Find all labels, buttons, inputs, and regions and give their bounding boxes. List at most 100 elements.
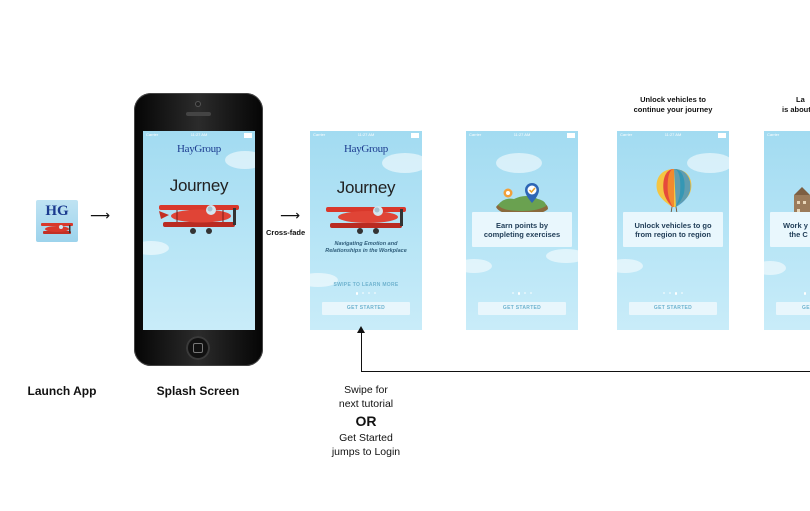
flow-line-vertical xyxy=(361,329,362,372)
brand-logo: HayGroup xyxy=(176,143,222,155)
page-dots xyxy=(466,292,578,296)
cloud-shape xyxy=(496,153,542,173)
arrow-icon: ⟶ xyxy=(90,207,111,223)
hot-air-balloon-icon xyxy=(656,169,692,218)
caption-line: the C xyxy=(789,229,808,239)
cloud-shape xyxy=(466,259,492,273)
page-dot xyxy=(511,292,514,294)
tutorial-3-header: Unlock vehicles to continue your journey xyxy=(617,95,729,115)
phone-camera xyxy=(195,101,201,107)
flow-note-or: OR xyxy=(355,413,377,429)
biplane-illustration xyxy=(326,206,406,234)
page-dot-active xyxy=(355,292,359,295)
page-dot xyxy=(362,292,365,294)
cloud-shape xyxy=(310,273,338,287)
crossfade-label: Cross-fade xyxy=(266,228,306,237)
header-line: Unlock vehicles to xyxy=(640,95,706,104)
header-line: La xyxy=(796,95,805,104)
status-carrier: Carrier xyxy=(469,132,482,137)
cloud-shape xyxy=(143,241,169,255)
flow-note-line: next tutorial xyxy=(338,398,394,410)
status-bar: Carrier 11:27 AM xyxy=(620,132,726,138)
tutorial-screen-1: Carrier 11:27 AM HayGroup Journey Naviga… xyxy=(310,131,422,330)
airplane-icon xyxy=(41,223,73,234)
caption-line: Unlock vehicles to go xyxy=(634,220,712,230)
status-time: 11:27 AM xyxy=(357,132,375,137)
battery-icon xyxy=(244,133,252,138)
launch-app-label: Launch App xyxy=(27,384,97,398)
get-started-button[interactable]: GET STARTED xyxy=(629,302,717,315)
page-dot xyxy=(681,292,684,294)
header-line: continue your journey xyxy=(633,105,713,114)
cloud-shape xyxy=(382,153,422,173)
page-dot xyxy=(524,292,527,294)
tutorial-4-header: La is about xyxy=(772,95,810,115)
status-bar: Carrier 11:27 AM xyxy=(313,132,419,138)
cloud-shape xyxy=(764,261,786,275)
app-title: Journey xyxy=(336,178,396,197)
status-time: 11:27 AM xyxy=(190,132,208,137)
battery-icon xyxy=(567,133,575,138)
get-started-button[interactable]: GET STARTED xyxy=(478,302,566,315)
phone-speaker xyxy=(186,112,211,116)
page-dots xyxy=(764,292,808,296)
status-bar: Carrier 11:27 AM xyxy=(469,132,575,138)
arrow-icon: ⟶ xyxy=(280,207,301,223)
caption-line: completing exercises xyxy=(483,229,561,239)
header-line: is about xyxy=(782,105,810,114)
page-dot-active xyxy=(674,292,678,295)
get-started-button[interactable]: GE xyxy=(776,302,810,315)
page-dot xyxy=(668,292,671,294)
app-icon-monogram: HG xyxy=(45,203,69,219)
caption-line: Work y xyxy=(783,220,808,230)
caption-line: from region to region xyxy=(635,229,711,239)
page-dots xyxy=(617,292,729,296)
page-dot-active xyxy=(517,292,521,295)
status-bar: Carrier 11:27 AM xyxy=(146,132,252,138)
status-carrier: Carrier xyxy=(767,132,780,137)
splash-screen-label: Splash Screen xyxy=(156,384,240,398)
app-title: Journey xyxy=(169,176,229,195)
page-dots xyxy=(310,292,422,296)
flow-note-line: jumps to Login xyxy=(331,446,401,458)
flow-note-line: Swipe for xyxy=(344,384,388,396)
battery-icon xyxy=(411,133,419,138)
status-carrier: Carrier xyxy=(620,132,633,137)
page-dot xyxy=(530,292,533,294)
phone-home-button[interactable] xyxy=(186,336,210,360)
get-started-button[interactable]: GET STARTED xyxy=(322,302,410,315)
caption-line: Earn points by xyxy=(495,220,549,230)
phone-device: Carrier 11:27 AM HayGroup Journey xyxy=(134,93,263,366)
subtitle-line: Navigating Emotion and xyxy=(334,241,398,247)
flow-note: Swipe for next tutorial OR Get Started j… xyxy=(310,383,422,459)
page-dot xyxy=(662,292,665,294)
page-dot xyxy=(368,292,371,294)
status-time: 11:27 AM xyxy=(664,132,682,137)
app-launch-icon[interactable]: HG xyxy=(36,200,78,242)
status-bar: Carrier xyxy=(767,132,807,138)
tutorial-subtitle: Navigating Emotion and Relationships in … xyxy=(314,241,418,255)
cloud-shape xyxy=(687,153,729,173)
subtitle-line: Relationships in the Workplace xyxy=(325,248,407,254)
cloud-shape xyxy=(225,151,255,169)
biplane-illustration xyxy=(159,205,239,234)
status-carrier: Carrier xyxy=(313,132,326,137)
splash-screen: Carrier 11:27 AM HayGroup Journey xyxy=(143,131,255,330)
flow-line-horizontal xyxy=(361,371,810,372)
page-dot xyxy=(374,292,377,294)
battery-icon xyxy=(718,133,726,138)
brand-logo: HayGroup xyxy=(343,143,389,155)
cloud-shape xyxy=(546,249,578,263)
page-dot-active xyxy=(803,292,806,295)
cloud-shape xyxy=(617,259,643,273)
map-island-illustration xyxy=(496,183,548,215)
status-time: 11:27 AM xyxy=(513,132,531,137)
swipe-hint: SWIPE TO LEARN MORE xyxy=(333,282,399,288)
status-carrier: Carrier xyxy=(146,132,159,137)
